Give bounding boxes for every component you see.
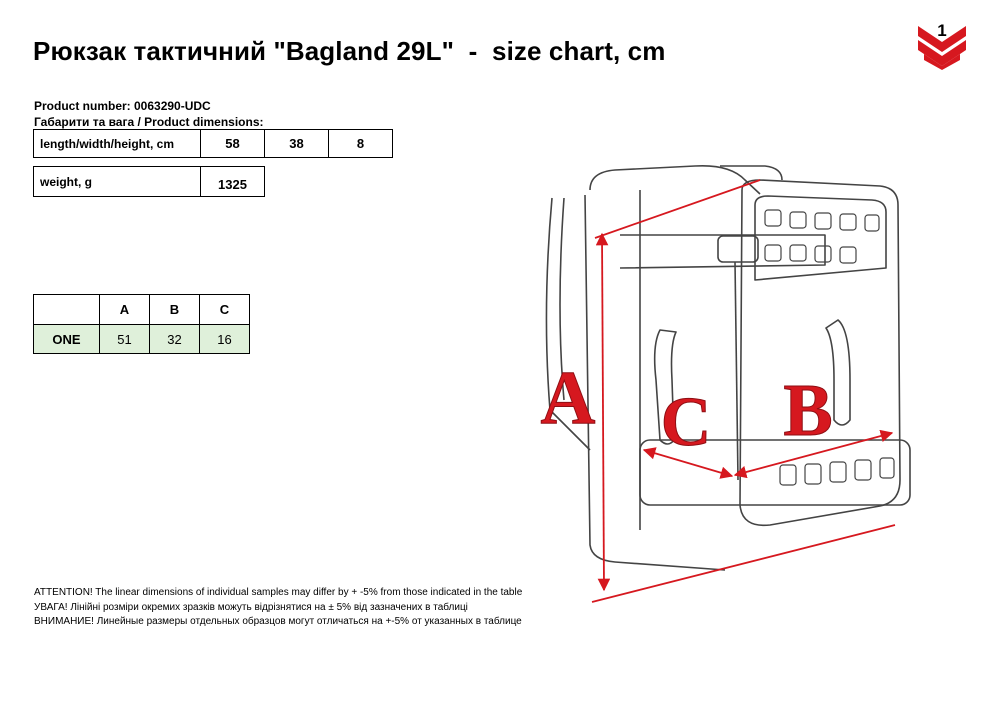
attention-ua: УВАГА! Лінійні розміри окремих зразків м… — [34, 601, 468, 613]
height-value: 8 — [328, 129, 393, 158]
product-number: Product number: 0063290-UDC — [34, 99, 211, 113]
dimensions-label: length/width/height, cm — [33, 129, 201, 158]
dimension-b-label: B — [783, 370, 832, 452]
size-table: A B C ONE 51 32 16 — [33, 294, 250, 354]
page-title: Рюкзак тактичний "Bagland 29L" - size ch… — [33, 36, 666, 66]
size-label: ONE — [33, 324, 100, 354]
measurement-lines — [591, 179, 896, 603]
table-row: ONE 51 32 16 — [33, 324, 250, 354]
logo-number: 1 — [937, 21, 946, 40]
dimension-c-label: C — [661, 384, 712, 461]
size-value-c: 16 — [199, 324, 250, 354]
dimension-b-arrow — [733, 429, 894, 479]
dimensions-heading: Габарити та вага / Product dimensions: — [34, 115, 264, 129]
size-header-b: B — [149, 294, 200, 325]
size-header-corner — [33, 294, 100, 325]
dimensions-table: length/width/height, cm 58 38 8 — [33, 129, 393, 158]
dimensions-row: length/width/height, cm 58 38 8 — [33, 129, 393, 158]
weight-label: weight, g — [33, 166, 201, 197]
backpack-diagram: A C B — [540, 164, 911, 603]
size-header-a: A — [99, 294, 150, 325]
brand-logo: 1 — [918, 21, 966, 70]
weight-row: weight, g 1325 — [33, 166, 265, 197]
dimension-c-arrow — [642, 447, 734, 479]
weight-table: weight, g 1325 — [33, 166, 265, 197]
width-value: 38 — [264, 129, 329, 158]
attention-notes: ATTENTION! The linear dimensions of indi… — [34, 586, 522, 630]
size-table-header: A B C — [33, 294, 250, 325]
size-value-b: 32 — [149, 324, 200, 354]
weight-value: 1325 — [200, 166, 265, 197]
length-value: 58 — [200, 129, 265, 158]
size-value-a: 51 — [99, 324, 150, 354]
size-header-c: C — [199, 294, 250, 325]
dimension-a-arrow — [595, 232, 611, 592]
dimension-a-label: A — [541, 356, 596, 440]
attention-ru: ВНИМАНИЕ! Линейные размеры отдельных обр… — [34, 616, 522, 627]
attention-en: ATTENTION! The linear dimensions of indi… — [34, 587, 523, 598]
